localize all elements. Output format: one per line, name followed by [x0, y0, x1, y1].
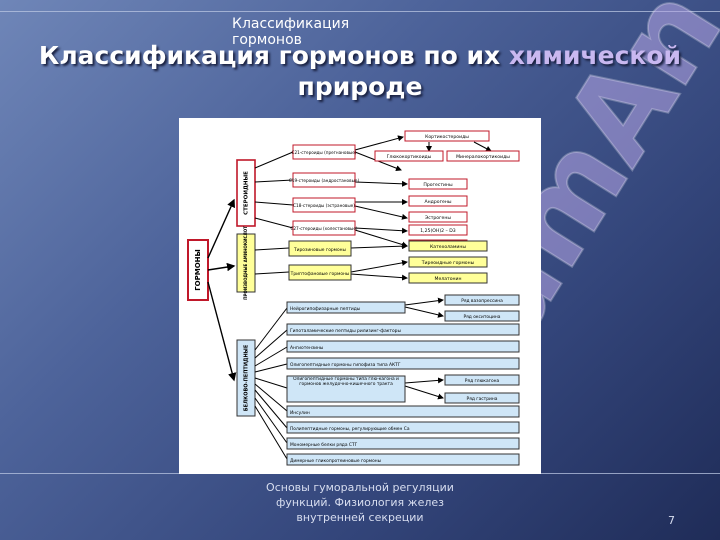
slide-small-title: Классификация гормонов	[232, 16, 350, 48]
target-catecholamines-label: Катехоламины	[430, 244, 466, 250]
root-label: ГОРМОНЫ	[194, 249, 202, 291]
peptide-angiotensins: Ангиотензины	[286, 340, 520, 353]
target-mineralocorticoids: Минералокортикоиды	[446, 150, 520, 162]
target-androgens: Андрогены	[408, 195, 468, 207]
peptide-hypothalamic: Гипоталамические пептиды рилизинг-фактор…	[286, 323, 520, 336]
arrow-corticosteroid-mineralocorticoid	[473, 141, 492, 152]
sub-glucagon: Ряд глюкагона	[444, 374, 520, 386]
amino-item-tryptophan: Триптофановые гормоны	[288, 264, 352, 281]
steroid-item-c19: C19-стероиды (андростановые)	[289, 172, 360, 188]
peptide-stg-label: Мономерные белки ряда СТГ	[290, 441, 358, 448]
sub-oxytocin: Ряд окситоцина	[444, 310, 520, 322]
peptide-insulin: Инсулин	[286, 405, 520, 418]
amino-item-tryptophan-label: Триптофановые гормоны	[290, 271, 350, 277]
target-androgens-label: Андрогены	[425, 199, 452, 205]
steroid-item-c18-label: C18-стероиды (эстрановые)	[293, 203, 355, 208]
connectors	[254, 151, 294, 460]
title-part-1: Классификация гормонов по их	[38, 41, 509, 70]
target-estrogens-label: Эстрогены	[425, 215, 451, 221]
group-amino-label: ПРОИЗВОДНЫЕ АМИНОКИСЛОТ	[243, 226, 248, 300]
steroid-item-c21: C21-стероиды (прегнановые)	[292, 144, 357, 160]
target-estrogens: Эстрогены	[408, 211, 468, 223]
sub-gastrin: Ряд гастрина	[444, 392, 520, 404]
peptide-hypothalamic-label: Гипоталамические пептиды рилизинг-фактор…	[290, 328, 401, 334]
sub-vasopressin-label: Ряд вазопрессина	[461, 298, 503, 304]
sub-gastrin-label: Ряд гастрина	[467, 396, 498, 402]
group-steroid: СТЕРОИДНЫЕ	[236, 159, 256, 227]
peptide-glycoprotein-label: Димерные гликопротеиновые гормоны	[290, 458, 382, 464]
hormone-classification-diagram: ГОРМОНЫ СТЕРОИДНЫЕ ПРОИЗВОДНЫЕ АМИНОКИСЛ…	[179, 118, 541, 474]
peptide-calcium: Полипептидные гормоны, регулирующие обме…	[286, 421, 520, 434]
target-mineralocorticoids-label: Минералокортикоиды	[456, 154, 510, 160]
target-thyroid-label: Тиреоидные гормоны	[421, 260, 475, 266]
root-box: ГОРМОНЫ	[187, 239, 209, 301]
target-corticosteroids-label: Кортикостероиды	[425, 134, 469, 140]
target-progestins: Прогестины	[408, 178, 468, 190]
target-thyroid: Тиреоидные гормоны	[408, 256, 488, 268]
peptide-calcium-label: Полипептидные гормоны, регулирующие обме…	[290, 425, 410, 432]
target-vitd: 1,25(OH)2 – D3	[408, 224, 468, 236]
title-accent: химической	[508, 41, 682, 70]
peptide-insulin-label: Инсулин	[290, 410, 310, 416]
target-vitd-label: 1,25(OH)2 – D3	[420, 228, 456, 234]
target-catecholamines: Катехоламины	[408, 240, 488, 252]
peptide-stg: Мономерные белки ряда СТГ	[286, 437, 520, 450]
connector-arrows	[350, 135, 444, 400]
slide-title: Классификация гормонов по их химической …	[20, 40, 700, 102]
sub-vasopressin: Ряд вазопрессина	[444, 294, 520, 306]
target-glucocorticoids: Глюкокортикоиды	[374, 150, 444, 162]
peptide-neurohypophysis-label: Нейрогипофизарные пептиды	[290, 305, 361, 312]
root-arrows	[207, 198, 237, 382]
slide-footer: Основы гуморальной регуляции функций. Фи…	[266, 481, 454, 524]
steroid-item-c18: C18-стероиды (эстрановые)	[292, 197, 356, 213]
amino-item-tyrosine: Тирозиновые гормоны	[288, 240, 352, 257]
amino-item-tyrosine-label: Тирозиновые гормоны	[293, 247, 347, 253]
peptide-acth-label: Олигопептидные гормоны гипофиза типа АКТ…	[290, 362, 401, 368]
target-corticosteroids: Кортикостероиды	[404, 130, 490, 142]
peptide-gi-label: Олигопептидные гормоны типа глю-кагона и…	[293, 377, 399, 388]
group-steroid-label: СТЕРОИДНЫЕ	[244, 171, 250, 215]
target-glucocorticoids-label: Глюкокортикоиды	[387, 154, 432, 160]
target-progestins-label: Прогестины	[423, 182, 453, 188]
title-part-2: природе	[297, 72, 423, 101]
group-amino: ПРОИЗВОДНЫЕ АМИНОКИСЛОТ	[236, 226, 256, 300]
steroid-item-c21-label: C21-стероиды (прегнановые)	[292, 150, 357, 155]
group-peptide-label: БЕЛКОВО-ПЕПТИДНЫЕ	[244, 344, 250, 411]
peptide-acth: Олигопептидные гормоны гипофиза типа АКТ…	[286, 357, 520, 370]
steroid-item-c27: C27-стероиды (холестановые)	[290, 220, 358, 236]
peptide-glycoprotein: Димерные гликопротеиновые гормоны	[286, 453, 520, 466]
target-melatonin-label: Мелатонин	[434, 276, 461, 282]
steroid-item-c19-label: C19-стероиды (андростановые)	[289, 178, 360, 183]
sub-oxytocin-label: Ряд окситоцина	[464, 314, 501, 320]
steroid-item-c27-label: C27-стероиды (холестановые)	[290, 226, 357, 231]
peptide-angiotensins-label: Ангиотензины	[290, 345, 324, 351]
target-melatonin: Мелатонин	[408, 272, 488, 284]
page-number: 7	[668, 514, 675, 527]
group-peptide: БЕЛКОВО-ПЕПТИДНЫЕ	[236, 339, 256, 417]
peptide-gi: Олигопептидные гормоны типа глю-кагона и…	[286, 375, 406, 403]
sub-glucagon-label: Ряд глюкагона	[465, 378, 500, 384]
peptide-neurohypophysis: Нейрогипофизарные пептиды	[286, 301, 406, 314]
top-divider	[0, 11, 720, 12]
